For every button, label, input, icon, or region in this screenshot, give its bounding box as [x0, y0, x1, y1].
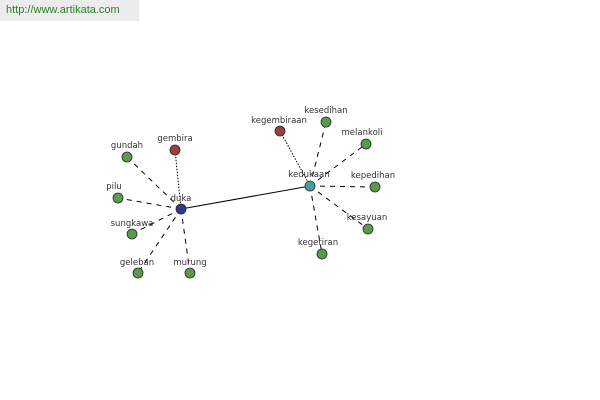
node-kesayuan-label[interactable]: kesayuan: [347, 213, 388, 223]
node-kegembiraan-label[interactable]: kegembiraan: [251, 116, 307, 126]
watermark-bar: http://www.artikata.com: [0, 0, 139, 21]
node-melankoli-label[interactable]: melankoli: [341, 128, 382, 138]
node-gembira-label[interactable]: gembira: [157, 134, 192, 144]
edge-duka-kedukaan: [180, 185, 311, 210]
node-kesayuan[interactable]: kesayuan: [347, 213, 388, 235]
node-gembira-dot[interactable]: [169, 144, 181, 156]
edge-kedukaan-kesayuan: [309, 185, 369, 230]
node-kepedihan[interactable]: kepedihan: [351, 171, 395, 193]
node-kesayuan-dot[interactable]: [362, 223, 374, 235]
node-geleban-label[interactable]: geleban: [120, 258, 154, 268]
node-gundah-label[interactable]: gundah: [111, 141, 143, 151]
node-sungkawa-dot[interactable]: [126, 228, 138, 240]
node-kesedihan-dot[interactable]: [320, 116, 332, 128]
node-duka-label[interactable]: duka: [171, 194, 192, 204]
node-kegetiran-label[interactable]: kegetiran: [298, 238, 338, 248]
node-kegetiran[interactable]: kegetiran: [298, 238, 338, 260]
node-kepedihan-label[interactable]: kepedihan: [351, 171, 395, 181]
node-kesedihan[interactable]: kesedihan: [304, 106, 348, 128]
node-sungkawa[interactable]: sungkawa: [111, 219, 154, 240]
node-kedukaan-label[interactable]: kedukaan: [288, 170, 329, 180]
node-geleban-dot[interactable]: [132, 267, 144, 279]
node-kegetiran-dot[interactable]: [316, 248, 328, 260]
node-kedukaan-dot[interactable]: [304, 180, 316, 192]
node-pilu-label[interactable]: pilu: [106, 182, 122, 192]
node-duka-dot[interactable]: [175, 203, 187, 215]
node-murung-label[interactable]: murung: [173, 258, 206, 268]
edge-duka-gembira: [174, 149, 182, 210]
edge-duka-gundah: [126, 156, 182, 210]
node-kegembiraan-dot[interactable]: [274, 125, 286, 137]
node-gundah-dot[interactable]: [121, 151, 133, 163]
edge-kedukaan-kepedihan: [309, 185, 376, 188]
edge-kedukaan-kegetiran: [309, 185, 323, 255]
node-gembira[interactable]: gembira: [157, 134, 193, 156]
node-melankoli-dot[interactable]: [360, 138, 372, 150]
node-kepedihan-dot[interactable]: [369, 181, 381, 193]
node-gundah[interactable]: gundah: [111, 141, 143, 163]
node-kesedihan-label[interactable]: kesedihan: [304, 106, 347, 116]
node-pilu[interactable]: pilu: [106, 182, 124, 204]
edge-kedukaan-kesedihan: [309, 121, 327, 187]
edges-layer: [117, 121, 376, 274]
node-duka[interactable]: duka: [171, 194, 192, 215]
edge-kedukaan-kegembiraan: [279, 130, 311, 187]
node-pilu-dot[interactable]: [112, 192, 124, 204]
edge-kedukaan-melankoli: [309, 143, 367, 187]
nodes-layer: gundah gembira pilu sungkawa geleban murung ke…: [106, 106, 395, 279]
edge-duka-geleban: [137, 208, 182, 274]
node-kegembiraan[interactable]: kegembiraan: [251, 116, 307, 137]
node-melankoli[interactable]: melankoli: [341, 128, 383, 150]
node-geleban[interactable]: geleban: [120, 258, 154, 279]
node-sungkawa-label[interactable]: sungkawa: [111, 219, 154, 229]
watermark-url[interactable]: http://www.artikata.com: [6, 4, 120, 16]
edge-duka-murung: [180, 208, 191, 274]
node-murung[interactable]: murung: [173, 258, 207, 279]
edge-duka-pilu: [117, 197, 182, 210]
node-murung-dot[interactable]: [184, 267, 196, 279]
node-kedukaan[interactable]: kedukaan: [288, 170, 330, 192]
